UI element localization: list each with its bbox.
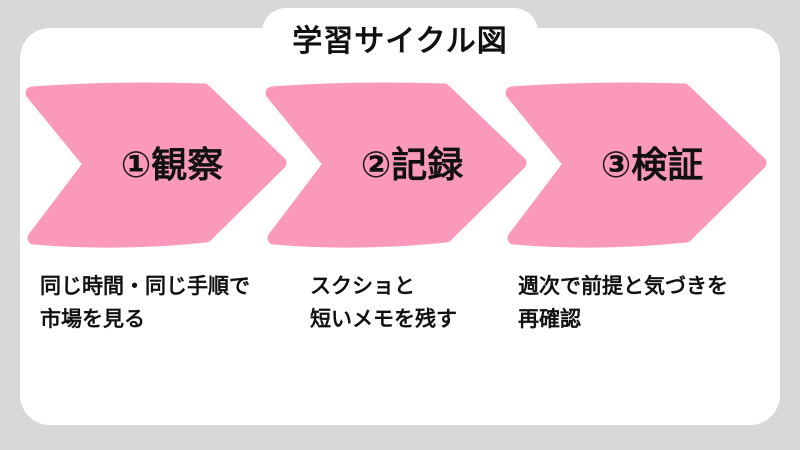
cycle-step-2: ②記録	[262, 80, 527, 248]
step-label: ③検証	[600, 144, 704, 185]
description-line: 再確認	[518, 308, 581, 331]
chevron-arrow-icon	[25, 82, 287, 248]
cycle-step-1: ①観察	[22, 80, 287, 248]
page-title: 学習サイクル図	[292, 25, 508, 58]
description-line: 週次で前提と気づきを	[518, 275, 728, 298]
title-tab: 学習サイクル図	[262, 8, 538, 68]
cycle-step-3: ③検証	[502, 80, 767, 248]
description-line: 同じ時間・同じ手順で	[40, 275, 250, 298]
description-line: 市場を見る	[40, 308, 145, 331]
description-line: スクショと	[310, 275, 415, 298]
step-label: ②記録	[360, 144, 464, 185]
step-description-1: 同じ時間・同じ手順で 市場を見る	[40, 270, 250, 336]
step-description-3: 週次で前提と気づきを 再確認	[518, 270, 728, 336]
step-description-2: スクショと 短いメモを残す	[310, 270, 457, 336]
chevron-arrow-icon	[505, 82, 767, 248]
chevron-arrow-icon	[265, 82, 527, 248]
description-line: 短いメモを残す	[310, 308, 457, 331]
step-label: ①観察	[120, 144, 224, 185]
